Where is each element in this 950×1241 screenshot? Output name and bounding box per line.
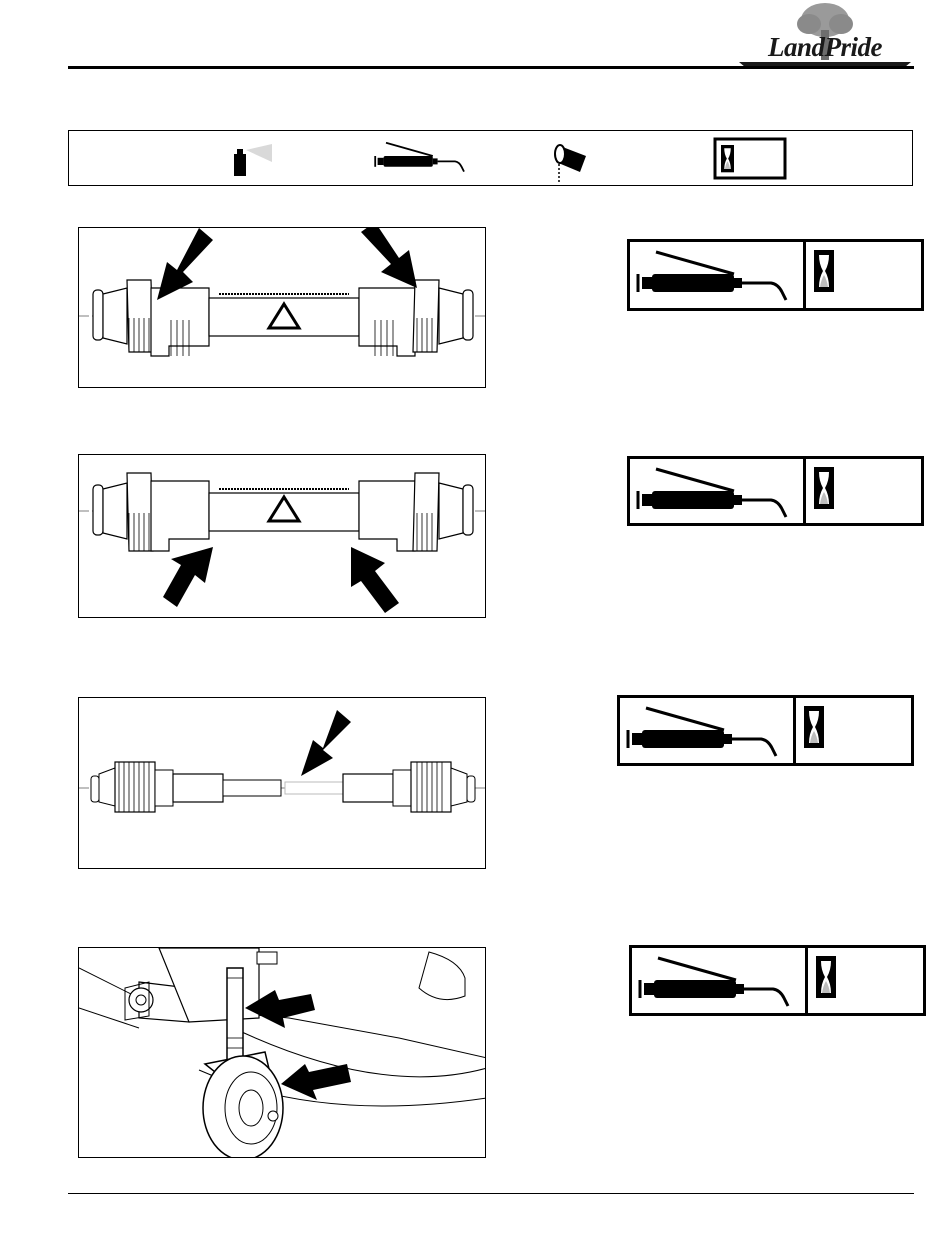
hourglass-icon <box>814 250 838 296</box>
grease-interval-badge-4 <box>629 945 926 1016</box>
driveline-slip-clutch-figure <box>78 454 486 618</box>
driveline-telescoping-tubes-figure <box>78 697 486 869</box>
footer-rule <box>68 1193 914 1194</box>
grease-gun-icon <box>636 461 796 521</box>
brand-logo-text: LandPride <box>739 33 911 61</box>
spray-can-icon <box>234 144 272 176</box>
caster-wheel-assembly-figure <box>78 947 486 1158</box>
header-rule <box>68 66 914 69</box>
hourglass-icon <box>715 139 785 178</box>
lubrication-legend <box>68 130 913 186</box>
grease-gun-icon <box>636 244 796 306</box>
grease-interval-badge-2 <box>627 456 924 526</box>
oil-can-icon <box>555 145 586 184</box>
hourglass-icon <box>804 706 828 752</box>
grease-gun-icon <box>626 700 786 760</box>
brand-logo: LandPride <box>735 0 915 68</box>
grease-interval-badge-3 <box>617 695 914 766</box>
hourglass-icon <box>814 467 838 513</box>
driveline-cross-joints-figure <box>78 227 486 388</box>
grease-gun-icon <box>375 143 464 172</box>
hourglass-icon <box>816 956 840 1002</box>
grease-interval-badge-1 <box>627 239 924 311</box>
grease-gun-icon <box>638 950 798 1010</box>
